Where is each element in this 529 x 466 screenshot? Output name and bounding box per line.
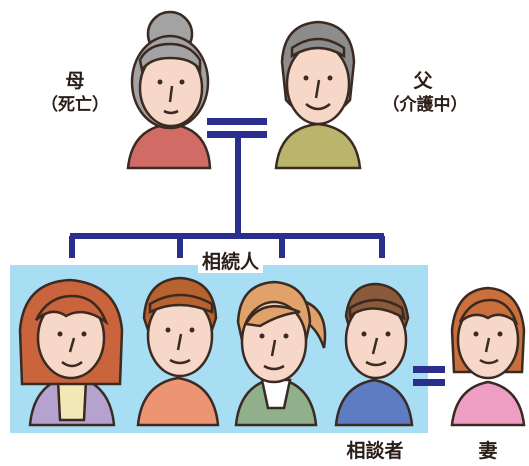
heirs-group-label: 相続人 xyxy=(0,250,461,274)
marriage-symbol-parents xyxy=(207,118,267,138)
heir-1-figure xyxy=(18,278,124,427)
father-figure xyxy=(274,20,362,170)
father-status: （介護中） xyxy=(382,95,468,115)
heir-4-figure xyxy=(334,282,414,427)
mother-label: 母 xyxy=(65,70,85,92)
mother-figure xyxy=(126,10,212,170)
mother-status: （死亡） xyxy=(41,95,109,115)
heir-2-figure xyxy=(136,276,220,427)
spouse-figure xyxy=(450,286,526,427)
marriage-symbol-consulter xyxy=(413,366,445,386)
connector-lines xyxy=(69,138,385,258)
consulter-label: 相談者 xyxy=(346,440,404,462)
heirs-group-label-text: 相続人 xyxy=(197,251,263,273)
heir-3-figure xyxy=(234,280,327,427)
spouse-label: 妻 xyxy=(478,440,498,462)
father-label: 父 xyxy=(413,70,433,92)
